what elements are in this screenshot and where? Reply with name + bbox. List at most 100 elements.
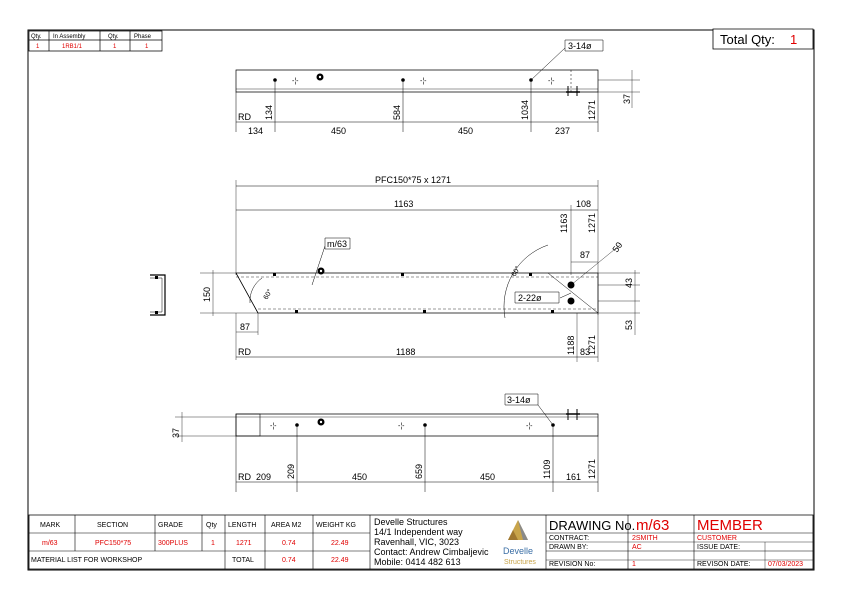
bottom-cum-2: 659 [414, 464, 424, 479]
company-line-5: Mobile: 0414 482 613 [374, 557, 461, 567]
sheet-border [28, 30, 814, 570]
svg-text:-¦-: -¦- [548, 78, 555, 85]
bottom-cum-3: 1109 [542, 460, 552, 479]
tb-cell-grade: 300PLUS [158, 540, 188, 547]
channel-section-icon [150, 275, 165, 315]
contract-value: 2SMITH [632, 535, 658, 542]
main-vert-1271-b: 1271 [587, 335, 597, 355]
main-ref: RD [238, 347, 251, 357]
top-edge-dim: 37 [622, 94, 632, 104]
bottom-first: 209 [256, 472, 271, 482]
tb-header-section: SECTION [97, 522, 128, 529]
tb-header-length: LENGTH [228, 522, 256, 529]
tb-cell-section: PFC150*75 [95, 540, 131, 547]
asm-cell-in-assembly: 1RB1/1 [62, 44, 83, 50]
main-overall-bottom: 1188 [396, 347, 415, 357]
main-dim-50: 50 [610, 240, 624, 254]
main-vert-1271: 1271 [587, 213, 597, 233]
develle-logo: Develle Structures [503, 520, 536, 566]
drawn-by-value: AC [632, 544, 642, 551]
assembly-table: Qty. In Assembly Qty. Phase 1 1RB1/1 1 1 [29, 31, 162, 51]
main-part-label: m/63 [327, 239, 347, 249]
main-angle-left: 60° [262, 288, 274, 301]
bottom-seg-3: 161 [566, 472, 581, 482]
main-angle-right: 60° [510, 265, 522, 278]
asm-cell-qty: 1 [36, 44, 40, 50]
drawing-no-label: DRAWING No. [549, 518, 635, 533]
main-vert-1188: 1188 [566, 336, 576, 355]
tb-cell-mark: m/63 [42, 540, 58, 547]
top-cum-1: 134 [264, 105, 274, 120]
total-qty-box: Total Qty: 1 [713, 29, 813, 49]
customer-label: CUSTOMER [697, 535, 737, 542]
top-view: -¦- -¦- -¦- 3-14ø 37 RD 134 584 1034 127… [236, 40, 640, 136]
logo-text: Develle [503, 546, 533, 556]
main-height: 150 [202, 287, 212, 302]
drawing-no-value: m/63 [636, 517, 669, 534]
main-overall-top: 1163 [394, 199, 413, 209]
logo-sub: Structures [504, 559, 536, 566]
main-dim-53: 53 [624, 320, 634, 330]
main-view: PFC150*75 x 1271 1163 108 1163 1271 60° … [150, 175, 640, 362]
company-line-4: Contact: Andrew Cimbaljevic [374, 547, 489, 557]
bottom-cum-1: 209 [286, 464, 296, 479]
member-label: MEMBER [697, 517, 763, 534]
tb-header-area: AREA M2 [271, 522, 301, 529]
company-line-2: 14/1 Independent way [374, 527, 463, 537]
svg-text:-¦-: -¦- [292, 78, 299, 85]
svg-text:-¦-: -¦- [526, 423, 533, 430]
bottom-cum-4: 1271 [587, 459, 597, 479]
top-hole-callout: 3-14ø [568, 41, 592, 51]
main-dim-43: 43 [624, 278, 634, 288]
asm-header-qty2: Qty. [108, 34, 119, 40]
asm-header-qty: Qty. [31, 34, 42, 40]
tb-cell-qty: 1 [211, 540, 215, 547]
revision-date-value: 07/03/2023 [768, 561, 803, 568]
asm-header-in-assembly: In Assembly [53, 34, 85, 40]
tb-total-label: TOTAL [232, 557, 254, 564]
main-dim-83: 83 [580, 347, 590, 357]
top-cum-2: 584 [392, 105, 402, 120]
bottom-view: -¦- -¦- -¦- 3-14ø 37 RD 209 209 659 1109… [171, 394, 598, 492]
revision-date-label: REVISON DATE: [697, 561, 751, 568]
top-seg-4: 237 [555, 126, 570, 136]
bottom-ref: RD [238, 472, 251, 482]
svg-text:-¦-: -¦- [420, 78, 427, 85]
issue-date-label: ISSUE DATE: [697, 544, 740, 551]
total-qty-value: 1 [790, 32, 797, 47]
svg-text:-¦-: -¦- [270, 423, 277, 430]
main-title: PFC150*75 x 1271 [375, 175, 451, 185]
main-dim-87-top: 87 [580, 250, 590, 260]
top-cum-4: 1271 [587, 100, 597, 120]
company-address: Develle Structures 14/1 Independent way … [374, 517, 489, 567]
title-block: MARK SECTION GRADE Qty LENGTH AREA M2 WE… [29, 515, 813, 569]
tb-cell-length: 1271 [236, 540, 252, 547]
top-seg-2: 450 [331, 126, 346, 136]
asm-cell-phase: 1 [145, 44, 149, 50]
bottom-edge-dim: 37 [171, 428, 181, 438]
drawn-by-label: DRAWN BY: [549, 544, 588, 551]
revision-no-label: REVISION No: [549, 561, 595, 568]
tb-total-weight: 22.49 [331, 557, 349, 564]
bottom-hole-callout: 3-14ø [507, 395, 531, 405]
total-qty-label: Total Qty: [720, 32, 775, 47]
contract-label: CONTRACT: [549, 535, 589, 542]
tb-footer-label: MATERIAL LIST FOR WORKSHOP [31, 557, 142, 564]
svg-text:-¦-: -¦- [398, 423, 405, 430]
tb-header-qty: Qty [206, 522, 217, 529]
main-right-top: 108 [576, 199, 591, 209]
tb-header-weight: WEIGHT KG [316, 522, 356, 529]
bottom-seg-2: 450 [480, 472, 495, 482]
top-seg-3: 450 [458, 126, 473, 136]
main-vert-1163: 1163 [559, 214, 569, 233]
company-line-1: Develle Structures [374, 517, 448, 527]
asm-cell-qty2: 1 [113, 44, 117, 50]
company-line-3: Ravenhall, VIC, 3023 [374, 537, 459, 547]
tb-total-area: 0.74 [282, 557, 296, 564]
bottom-seg-1: 450 [352, 472, 367, 482]
tb-header-mark: MARK [40, 522, 61, 529]
asm-header-phase: Phase [134, 34, 152, 40]
top-cum-3: 1034 [520, 100, 530, 120]
top-ref: RD [238, 112, 251, 122]
